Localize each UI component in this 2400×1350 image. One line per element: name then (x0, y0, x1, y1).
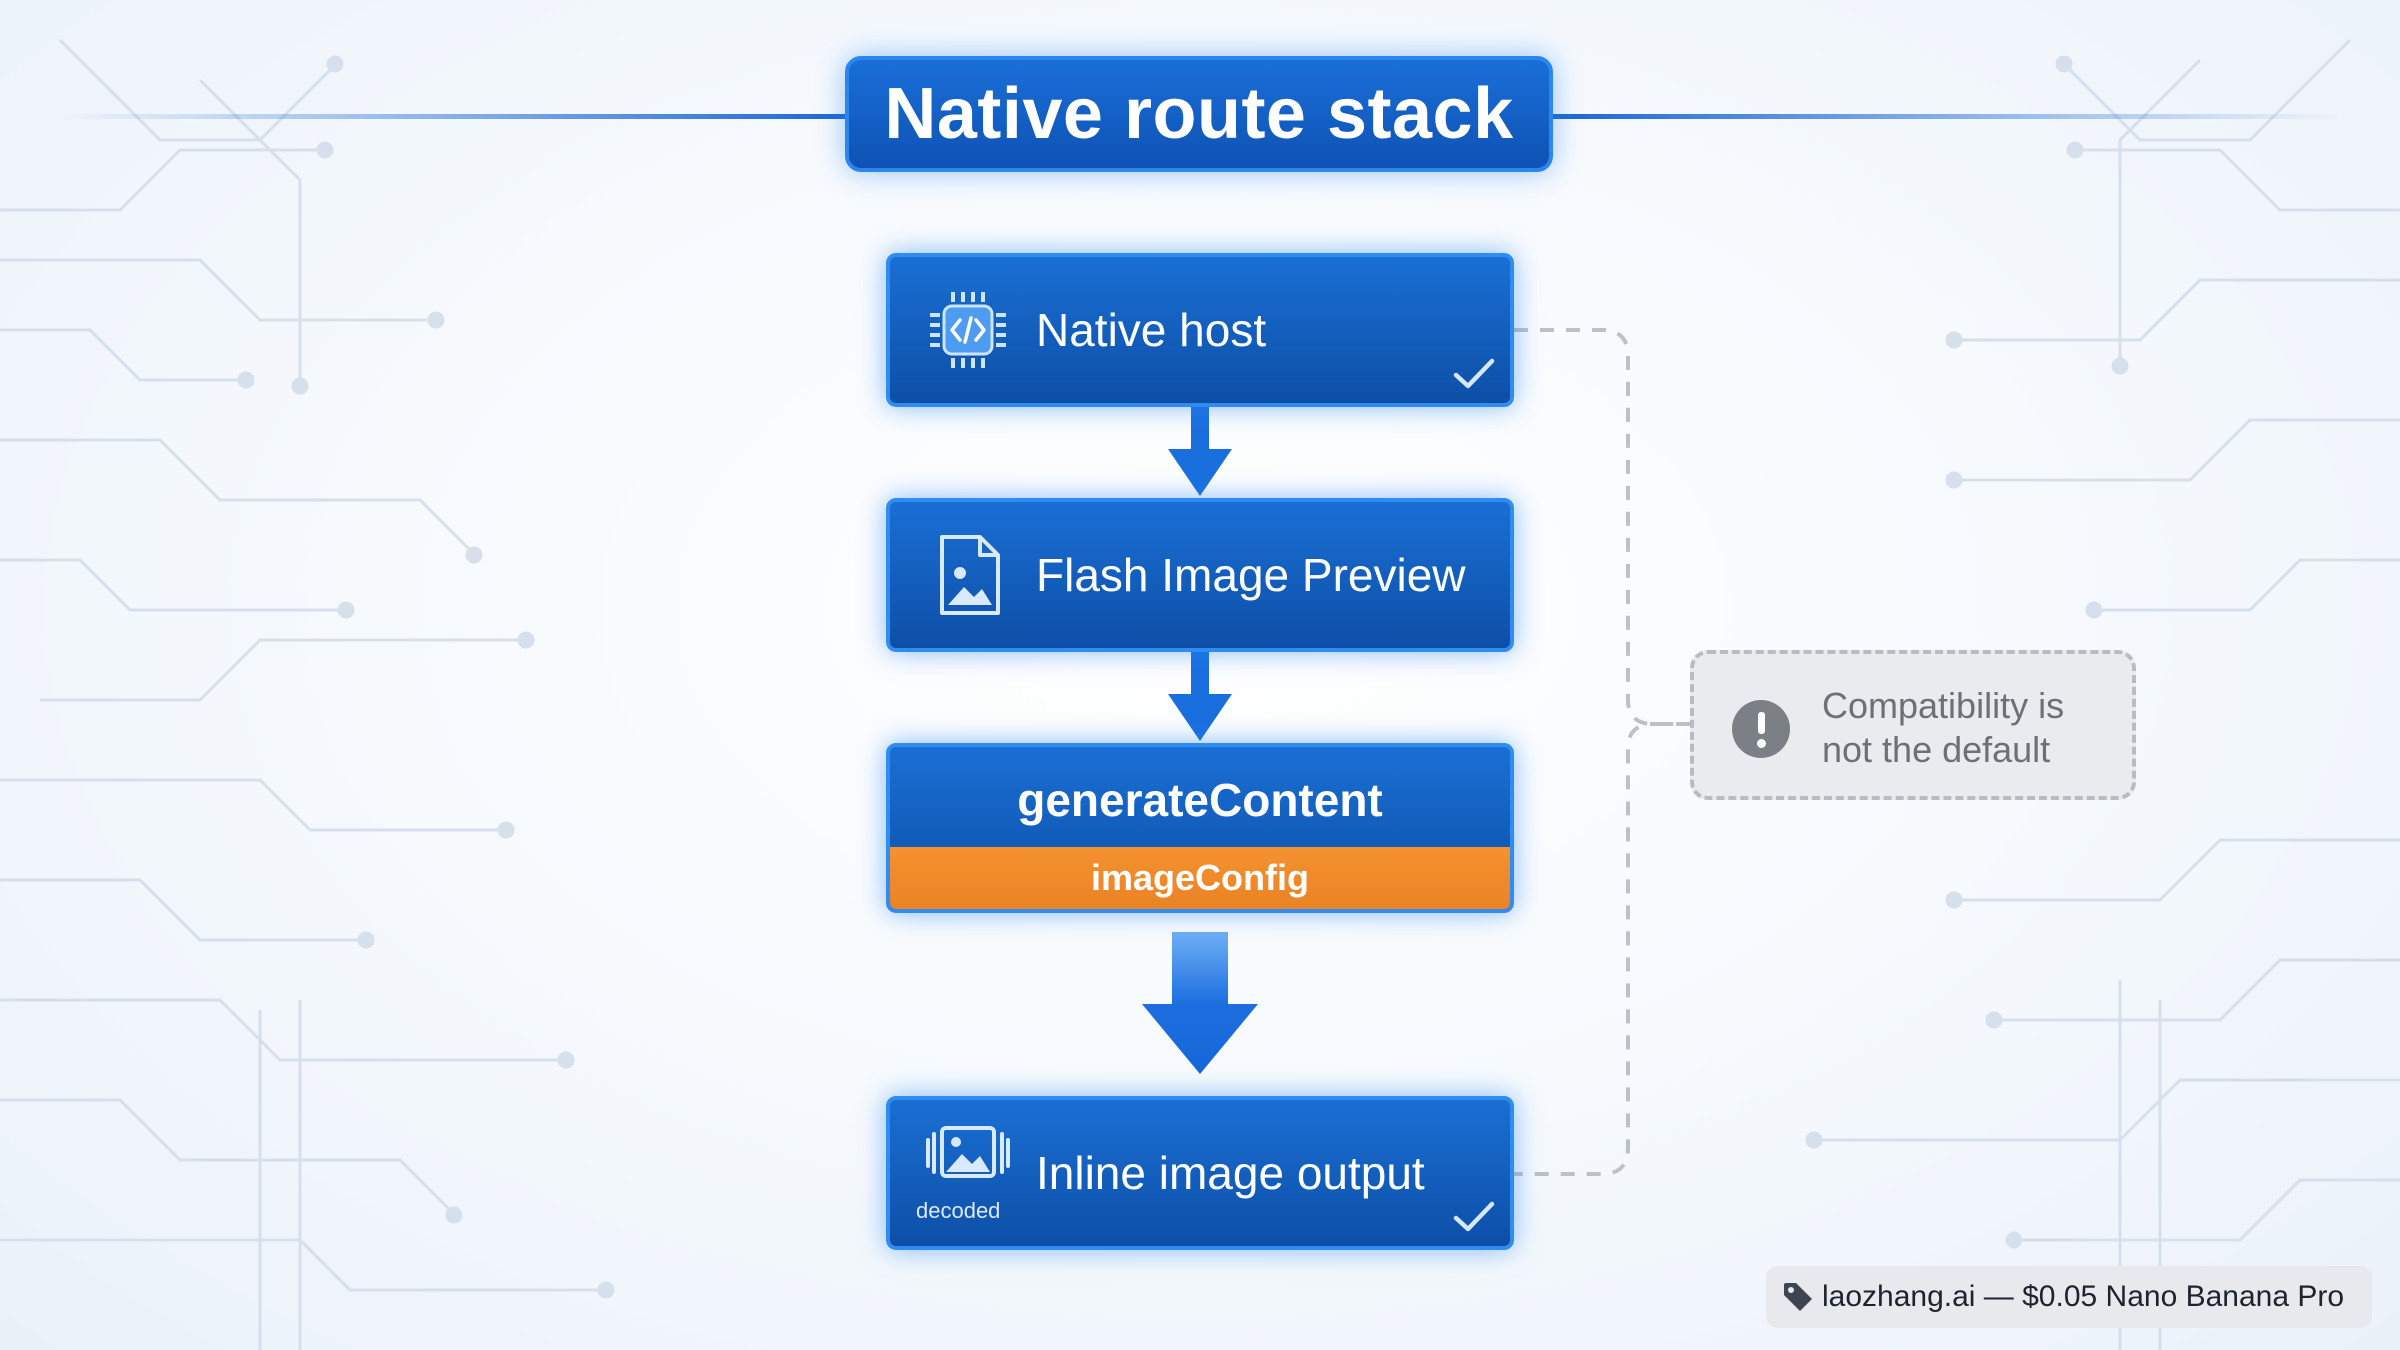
title-rule-left (60, 114, 850, 119)
compatibility-callout: Compatibility is not the default (1690, 650, 2136, 800)
node-inline-image-output-label: Inline image output (1036, 1147, 1425, 1199)
title-rule-right (1552, 114, 2342, 119)
check-icon (1453, 358, 1495, 389)
footer-tag-text: laozhang.ai — $0.05 Nano Banana Pro (1822, 1280, 2345, 1313)
image-config-bar: imageConfig (890, 847, 1510, 909)
node-flash-image-preview: Flash Image Preview (886, 498, 1514, 652)
node-generate-content: generateContent imageConfig (886, 743, 1514, 913)
callout-text: Compatibility is not the default (1822, 685, 2065, 770)
decoded-image-icon (926, 1126, 1010, 1179)
warning-icon (1732, 700, 1790, 758)
node-native-host-label: Native host (1036, 304, 1267, 356)
page-title: Native route stack (884, 74, 1514, 154)
image-file-icon (940, 535, 1000, 615)
image-config-label: imageConfig (1090, 857, 1309, 898)
node-flash-image-preview-label: Flash Image Preview (1036, 549, 1466, 601)
node-native-host: Native host (886, 253, 1514, 407)
price-tag-icon (1784, 1283, 1812, 1311)
title-banner: Native route stack (845, 56, 1553, 172)
decoded-caption: decoded (916, 1198, 1001, 1223)
code-chip-icon (930, 292, 1006, 368)
footer-price-tag: laozhang.ai — $0.05 Nano Banana Pro (1766, 1266, 2372, 1328)
node-inline-image-output: decoded Inline image output (886, 1096, 1514, 1250)
check-icon (1453, 1201, 1495, 1232)
node-generate-content-label: generateContent (1017, 774, 1383, 826)
